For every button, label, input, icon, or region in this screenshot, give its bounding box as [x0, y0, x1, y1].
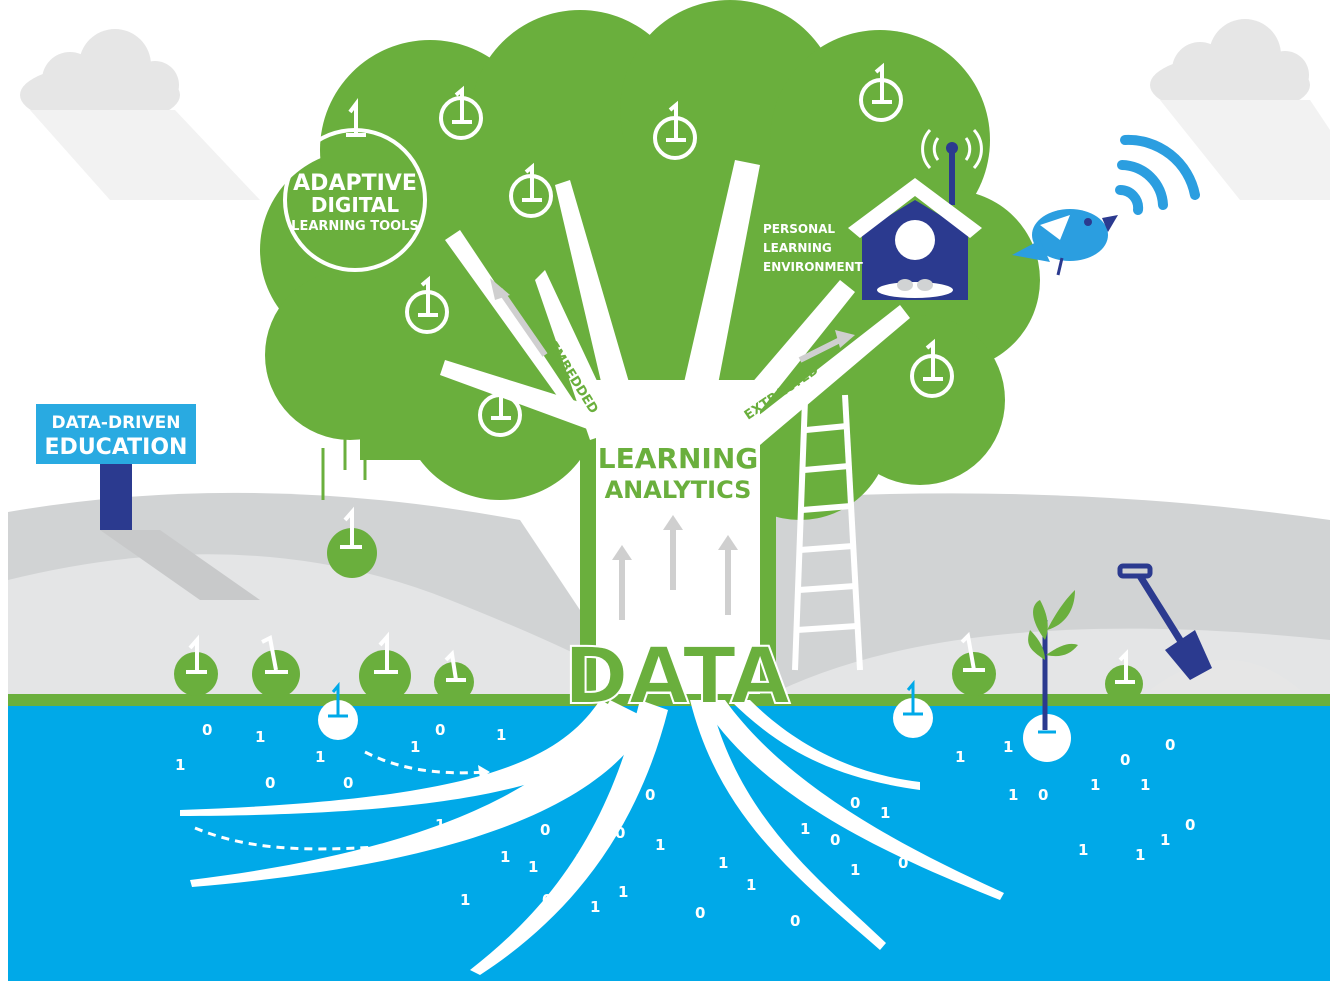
apple-icon: [893, 679, 933, 738]
personal-label-line2: LEARNING: [763, 241, 832, 255]
apple-icon: [405, 275, 449, 334]
binary-digit: 1: [496, 726, 506, 744]
adaptive-label-line1: ADAPTIVE: [293, 171, 417, 196]
apple-falling: [321, 410, 377, 578]
personal-label-line3: ENVIRONMENT: [763, 260, 864, 274]
sign-label-line1: DATA-DRIVEN: [52, 413, 181, 433]
binary-digit: 1: [618, 883, 628, 901]
apple-icon: [653, 100, 697, 160]
arrow-icon: [490, 278, 855, 620]
binary-digit: 1: [575, 851, 585, 869]
apple-group-canopy: [405, 62, 954, 437]
apple-icon: [439, 85, 483, 140]
binary-digit: 0: [830, 831, 840, 849]
apple-icon: [952, 631, 996, 696]
binary-digit: 0: [1120, 751, 1130, 769]
binary-digit: 0: [540, 821, 550, 839]
analytics-label: LEARNING ANALYTICS: [598, 442, 758, 504]
sprout-icon: [1023, 590, 1078, 762]
tree-trunk: [596, 380, 760, 700]
binary-digit: 0: [1038, 786, 1048, 804]
sign-label-line2: EDUCATION: [45, 435, 188, 460]
tree-roots: [180, 700, 1004, 975]
binary-digit: 1: [410, 738, 420, 756]
ladder-icon: [792, 394, 863, 671]
binary-digit: 1: [655, 836, 665, 854]
sign-icon: [36, 404, 260, 600]
apple-icon: [509, 162, 553, 218]
binary-digit: 0: [542, 891, 552, 909]
data-label: DATA: [564, 632, 791, 722]
analytics-label-line1: LEARNING: [598, 442, 758, 475]
hill-front-left: [8, 554, 641, 700]
binary-digit: 0: [615, 824, 625, 842]
bird-icon: [1012, 209, 1118, 276]
apple-icon: [359, 631, 411, 702]
apple-icon: [318, 681, 358, 740]
apple-group-ground: [174, 631, 1143, 740]
binary-digit: 1: [500, 848, 510, 866]
binary-digit: 0: [343, 774, 353, 792]
binary-digit: 1: [315, 748, 325, 766]
personal-label-line1: PERSONAL: [763, 222, 835, 236]
adaptive-label-line3: LEARNING TOOLS: [291, 219, 419, 234]
sign-label: DATA-DRIVEN EDUCATION: [45, 413, 188, 460]
wifi-signal-icon: [1115, 134, 1200, 215]
analytics-label-line2: ANALYTICS: [605, 476, 752, 504]
binary-digit: 0: [1185, 816, 1195, 834]
apple-icon: [478, 377, 522, 437]
shovel-icon: [1117, 563, 1300, 690]
flow-arrows: [194, 750, 486, 851]
binary-digit: 0: [850, 794, 860, 812]
binary-digit: 1: [1135, 846, 1145, 864]
binary-digit: 1: [460, 891, 470, 909]
cloud-icon: [1150, 19, 1330, 200]
water-ground: [8, 706, 1330, 981]
binary-digit: 0: [695, 904, 705, 922]
binary-digit: 1: [255, 728, 265, 746]
binary-digit: 0: [202, 721, 212, 739]
cloud-icon: [20, 29, 260, 200]
binary-digit: 1: [528, 858, 538, 876]
binary-digit: 0: [645, 786, 655, 804]
binary-digit: 0: [1165, 736, 1175, 754]
tree-branches: [440, 160, 910, 445]
apple-icon: [174, 634, 218, 696]
binary-digit: 0: [435, 721, 445, 739]
apple-icon: [859, 62, 903, 122]
binary-digit: 1: [955, 748, 965, 766]
birdhouse-icon: [848, 128, 983, 300]
binary-digit: 1: [590, 898, 600, 916]
adaptive-label-line2: DIGITAL: [311, 193, 399, 217]
binary-digit: 1: [718, 854, 728, 872]
binary-digit: 1: [880, 804, 890, 822]
binary-digit: 1: [1090, 776, 1100, 794]
antenna-icon: [921, 128, 983, 170]
binary-digit: 1: [435, 816, 445, 834]
apple-icon: [434, 649, 474, 702]
arrow-icon: [478, 765, 490, 779]
apple-icon: [346, 98, 366, 137]
binary-digit: 1: [800, 820, 810, 838]
binary-digit: 0: [790, 912, 800, 930]
apple-icon: [252, 635, 300, 698]
binary-digit: 0: [898, 854, 908, 872]
binary-digit: 1: [1140, 776, 1150, 794]
apple-icon: [910, 338, 954, 398]
binary-digit: 1: [850, 861, 860, 879]
binary-digit: 1: [1078, 841, 1088, 859]
binary-digit: 1: [175, 756, 185, 774]
binary-digit: 1: [746, 876, 756, 894]
arrow-icon: [403, 838, 415, 852]
binary-digit: 1: [1008, 786, 1018, 804]
personal-label: PERSONAL LEARNING ENVIRONMENT: [763, 222, 864, 274]
adaptive-label: ADAPTIVE DIGITAL LEARNING TOOLS: [291, 171, 419, 234]
binary-digit: 1: [1160, 831, 1170, 849]
binary-digit: 0: [265, 774, 275, 792]
binary-digit: 1: [1003, 738, 1013, 756]
apple-icon: [1105, 649, 1143, 703]
